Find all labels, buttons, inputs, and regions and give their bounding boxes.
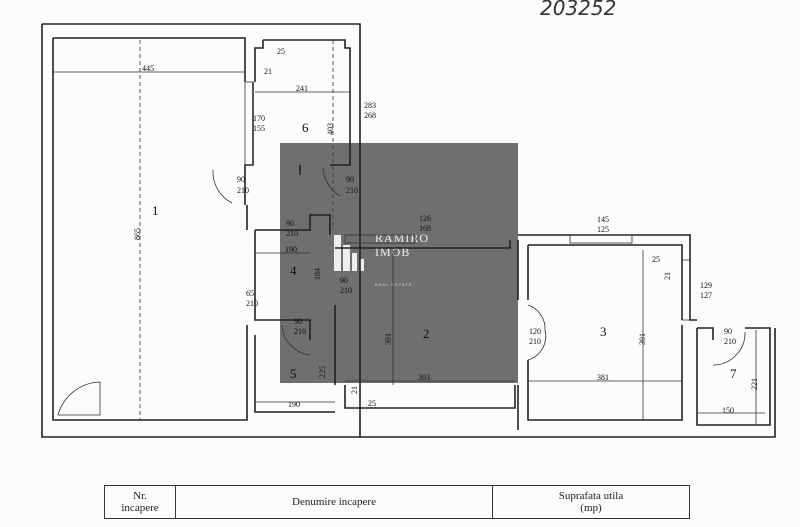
header-text: Denumire incapere bbox=[292, 496, 376, 508]
dimension-label: 283 bbox=[364, 101, 376, 110]
room-1-walls bbox=[52, 37, 254, 421]
dimension-label: 445 bbox=[142, 64, 154, 73]
dimension-label: 65 bbox=[246, 289, 254, 298]
dimension-label: 120 bbox=[529, 327, 541, 336]
window-room-3-side bbox=[681, 259, 691, 321]
door-arc bbox=[322, 167, 341, 197]
dimension-label: 210 bbox=[529, 337, 541, 346]
dimension-label: 210 bbox=[340, 286, 352, 295]
dimension-label: 90 bbox=[286, 219, 294, 228]
header-room-number: Nr. incapere bbox=[104, 485, 176, 519]
dimension-label: 90 bbox=[237, 175, 245, 184]
dimension-label: 221 bbox=[750, 378, 759, 390]
door-arc bbox=[212, 169, 233, 204]
table-header-row: Nr. incapere Denumire incapere Suprafata… bbox=[104, 485, 690, 519]
dimension-label: 129 bbox=[700, 281, 712, 290]
dimension-label: 381 bbox=[597, 373, 609, 382]
dimension-label: 210 bbox=[724, 337, 736, 346]
door-arc bbox=[712, 331, 746, 366]
window-room-3 bbox=[569, 234, 633, 244]
dimension-label: 21 bbox=[350, 386, 359, 394]
dimension-label: 25 bbox=[652, 255, 660, 264]
header-usable-area: Suprafata utila (mp) bbox=[492, 485, 690, 519]
room-7-walls bbox=[696, 327, 771, 426]
building-logo-icon bbox=[334, 235, 364, 271]
dimension-label: 403 bbox=[326, 123, 335, 135]
dimension-label: 90 bbox=[346, 175, 354, 184]
dimension-label: 25 bbox=[368, 399, 376, 408]
room-6-walls bbox=[254, 39, 351, 175]
room-label: 7 bbox=[730, 366, 737, 381]
dimension-label: 21 bbox=[663, 272, 672, 280]
dimension-label: 210 bbox=[286, 229, 298, 238]
dimension-label: 210 bbox=[346, 186, 358, 195]
outer-wall bbox=[41, 23, 776, 438]
room-4-walls bbox=[254, 214, 331, 340]
dimension-label: 25 bbox=[277, 47, 285, 56]
header-text: Nr. bbox=[133, 490, 147, 502]
room-label: 1 bbox=[152, 203, 159, 218]
header-room-name: Denumire incapere bbox=[175, 485, 493, 519]
rooms-table: Nr. incapere Denumire incapere Suprafata… bbox=[104, 485, 690, 519]
room-label: 4 bbox=[290, 263, 297, 278]
header-text: incapere bbox=[121, 502, 159, 514]
dimension-label: 210 bbox=[237, 186, 249, 195]
door-arc bbox=[527, 304, 547, 361]
dimension-label: 21 bbox=[264, 67, 272, 76]
dimension-label: 210 bbox=[294, 327, 306, 336]
header-text: Suprafata utila bbox=[558, 490, 624, 502]
dimension-label: 393 bbox=[418, 373, 430, 382]
dimension-label: 391 bbox=[384, 333, 393, 345]
dimension-label: 190 bbox=[288, 400, 300, 409]
dimension-label: 184 bbox=[313, 268, 322, 280]
spiral-stair bbox=[57, 381, 101, 416]
dimension-label: 210 bbox=[246, 299, 258, 308]
room-3-walls bbox=[517, 234, 697, 430]
room-label: 5 bbox=[290, 366, 297, 381]
header-text: (mp) bbox=[580, 502, 602, 514]
dimension-label: 865 bbox=[133, 228, 142, 240]
dimension-label: 145 bbox=[597, 215, 609, 224]
dimension-label: 170 bbox=[253, 114, 265, 123]
room-2-walls bbox=[334, 240, 516, 409]
dimension-label: 268 bbox=[364, 111, 376, 120]
dimension-label: 125 bbox=[597, 225, 609, 234]
dimension-label: 168 bbox=[419, 224, 431, 233]
dimension-label: 127 bbox=[700, 291, 712, 300]
dimension-label: 150 bbox=[722, 406, 734, 415]
room-label: 2 bbox=[423, 326, 430, 341]
dimension-label: 90 bbox=[294, 317, 302, 326]
window-room-2 bbox=[344, 234, 416, 244]
dimension-label: 126 bbox=[419, 214, 431, 223]
room-label: 6 bbox=[302, 120, 309, 135]
handwritten-document-number: 203252 bbox=[540, 0, 617, 20]
dimension-label: 90 bbox=[340, 276, 348, 285]
dimension-label: 225 bbox=[318, 366, 327, 378]
window-room-1 bbox=[244, 81, 254, 166]
room-5-walls bbox=[254, 335, 335, 413]
watermark: RAMIRO IMOB REAL ESTATE bbox=[280, 143, 518, 383]
dimension-label: 391 bbox=[638, 333, 647, 345]
dimension-label: 90 bbox=[724, 327, 732, 336]
dimension-label: 241 bbox=[296, 84, 308, 93]
door-arc bbox=[281, 324, 311, 356]
dimension-label: 190 bbox=[285, 245, 297, 254]
room-label: 3 bbox=[600, 324, 607, 339]
dimension-label: 155 bbox=[253, 124, 265, 133]
